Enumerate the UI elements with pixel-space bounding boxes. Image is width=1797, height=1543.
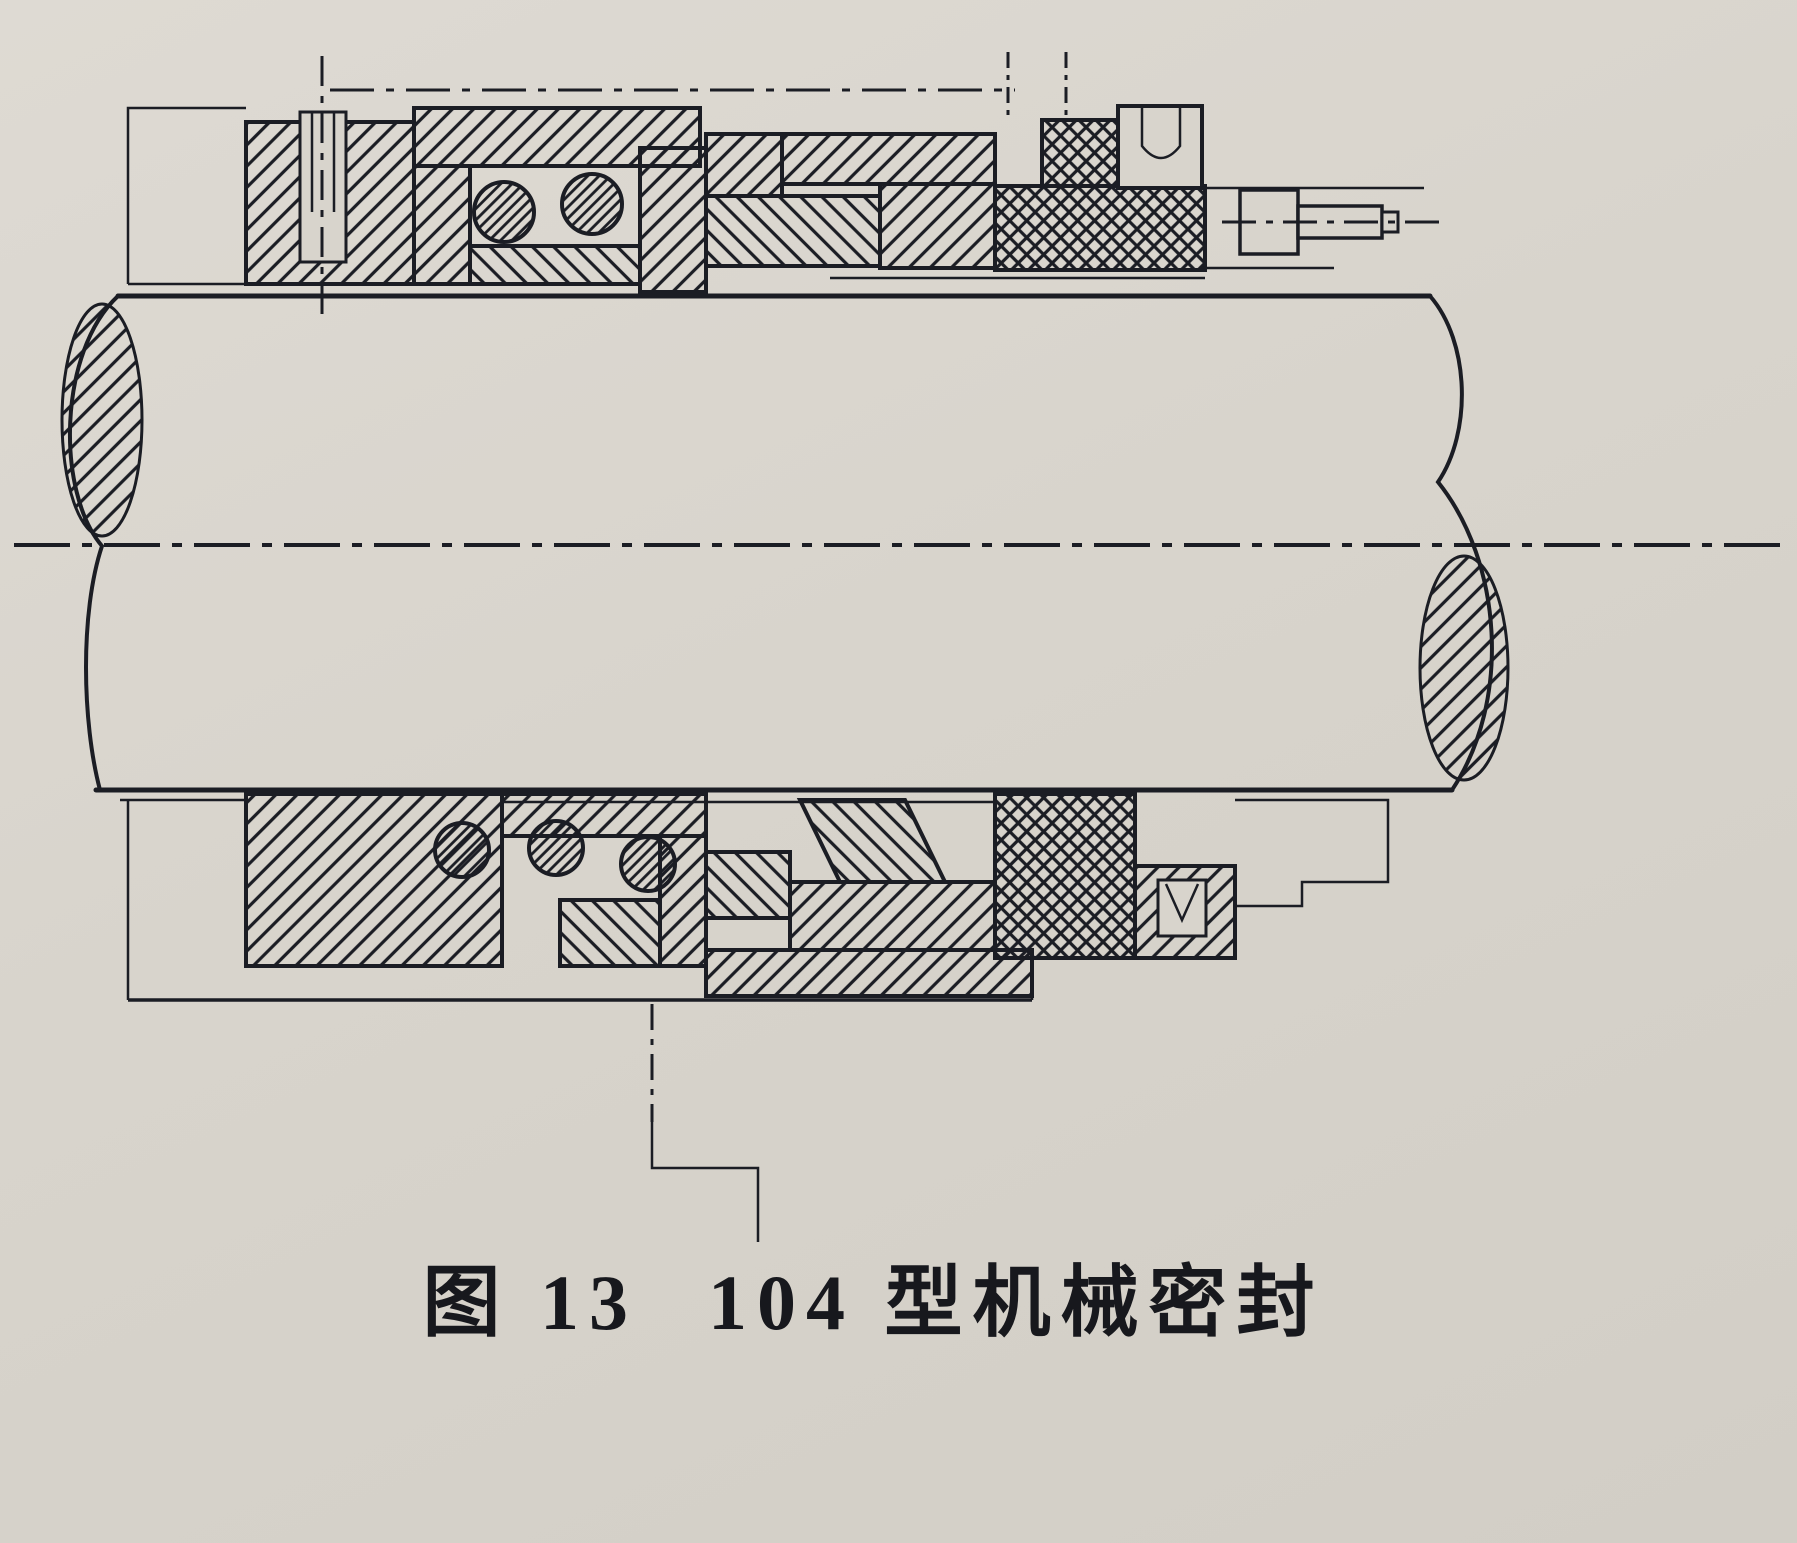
flush-port-leader xyxy=(650,1004,760,1242)
figure-number: 图 13 xyxy=(422,1259,638,1346)
drive-bolt-shank-upper xyxy=(310,112,336,212)
groove-vee-lower xyxy=(1164,883,1200,924)
collar-upper xyxy=(780,132,997,186)
sleeve-bar-lower xyxy=(704,948,1034,998)
seat-ring-lower xyxy=(558,898,662,968)
o-ring-lower-3 xyxy=(619,835,677,893)
shaft-right-break-lens xyxy=(1418,554,1510,782)
upper-seal-assembly xyxy=(126,52,1442,318)
housing-outline-upper-left xyxy=(126,106,246,284)
seat-ring-upper xyxy=(468,244,642,286)
seal-housing-top-bar-lower xyxy=(500,792,708,838)
o-ring-upper-2 xyxy=(560,172,624,236)
seal-ring-band-upper xyxy=(704,194,882,268)
seal-ring-band-lower xyxy=(704,850,792,920)
gland-plate-lower xyxy=(244,792,504,968)
cap-block-upper xyxy=(1116,104,1204,190)
o-ring-lower-1 xyxy=(433,821,491,879)
lower-seal-assembly xyxy=(120,792,1390,1002)
mating-ring-upper xyxy=(878,182,997,270)
groove-slot-lower xyxy=(1156,878,1208,938)
figure-title: 104 型机械密封 xyxy=(708,1259,1325,1346)
packing-lower xyxy=(993,792,1137,960)
o-ring-lower-2 xyxy=(527,819,585,877)
figure-caption: 图 13 104 型机械密封 xyxy=(0,1240,1772,1352)
mating-ring-lower xyxy=(788,880,997,952)
flush-port-pipe xyxy=(650,1122,760,1242)
drive-band-lower xyxy=(796,798,949,884)
shaft xyxy=(60,293,1510,793)
retainer-upper xyxy=(638,146,708,294)
packing-upper xyxy=(993,184,1207,272)
shaft-left-break-lens xyxy=(60,302,144,538)
spring-holder-upper xyxy=(704,132,784,198)
packing-upper-2 xyxy=(1040,118,1120,188)
o-ring-upper-1 xyxy=(472,180,536,244)
gland-bottom-step xyxy=(1030,956,1235,1000)
cap-slot-upper xyxy=(1140,108,1182,160)
flange-step-lower xyxy=(1235,798,1390,908)
seal-housing-wall-upper xyxy=(412,164,472,286)
